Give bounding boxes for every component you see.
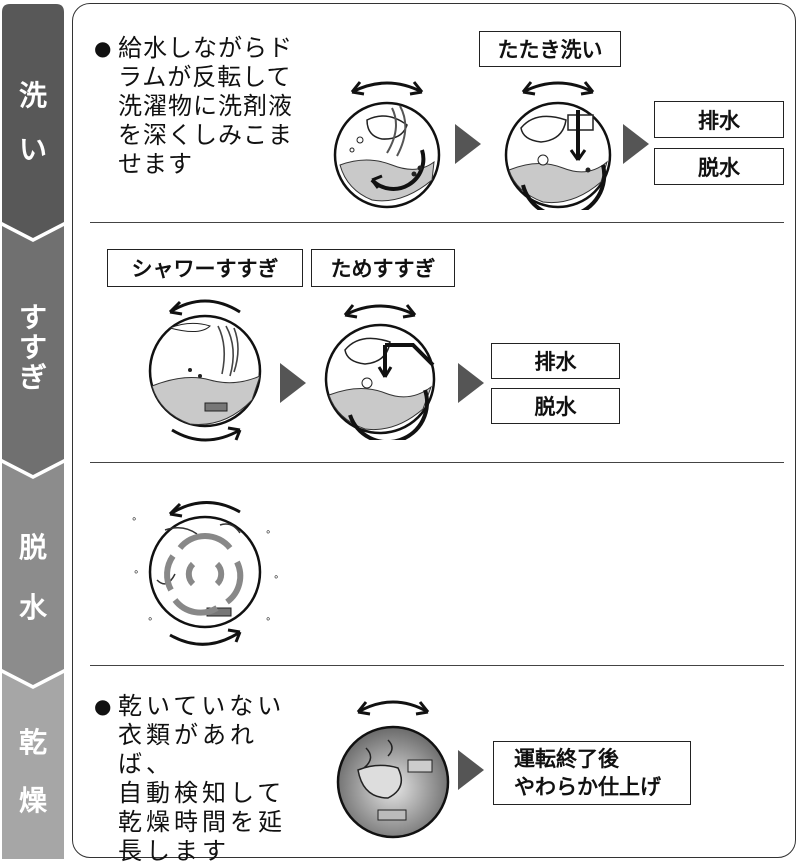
tame-rinse-label: ためすすぎ [311,249,455,287]
svg-text:∘: ∘ [265,614,271,625]
soft-finish-label: 運転終了後 やわらか仕上げ [493,741,691,805]
step-wash-label-1: 洗 [18,79,47,112]
step-dry-shape [2,673,64,859]
arrow-right-icon [280,363,306,403]
tame-rinse-drum-icon [324,304,436,440]
step-tab-shapes [2,4,64,859]
arrow-right-icon [458,750,484,790]
arrow-right-icon [623,124,649,164]
soft-finish-line: やわらか仕上げ [514,775,661,799]
dry-desc-line: 乾燥時間を延 [118,808,286,836]
dry-desc-line: 衣類があれば、 [118,721,258,778]
dry-desc-line: 自動検知して [118,779,286,807]
drain-label: 排水 [491,343,620,379]
step-dry-label-2: 燥 [18,784,47,817]
dry-description: ● 乾いていない 衣類があれば、 自動検知して 乾燥時間を延 長します [94,692,298,866]
divider-wash-rinse [90,222,784,223]
wash-drum-reversing-icon [333,81,441,209]
wash-desc-line: せます [118,150,193,178]
svg-text:∘: ∘ [147,614,153,625]
svg-text:∘: ∘ [273,572,279,583]
step-rinse-shape [2,226,64,475]
step-spin-shape [2,463,64,685]
step-rinse-label-2: す [18,331,47,364]
soft-finish-line: 運転終了後 [514,747,619,771]
bullet-icon: ● [94,694,116,718]
step-wash-label-2: い [18,133,47,166]
step-rinse-label-1: す [18,301,47,334]
spin-drum-icon: ∘ ∘ ∘ ∘ ∘ ∘ [131,501,279,646]
dry-desc-line: 長します [118,837,230,865]
step-dry-label-1: 乾 [18,726,47,759]
svg-text:∘: ∘ [133,567,139,578]
arrow-right-icon [455,124,481,164]
wash-description: ● 給水しながらド ラムが反転して 洗濯物に洗剤液 を深くしみこま せます [94,34,308,179]
wash-desc-line: 給水しながらド [118,34,293,62]
arrow-right-icon [458,363,484,403]
drain-label: 排水 [654,101,784,138]
wash-drum-tataki-icon [504,81,612,210]
spin-label: 脱水 [654,148,784,185]
svg-text:∘: ∘ [131,514,137,525]
shower-rinse-label: シャワーすすぎ [107,249,303,287]
wash-desc-line: ラムが反転して [118,63,292,91]
step-wash-shape [2,4,64,238]
tataki-wash-label: たたき洗い [479,31,621,67]
step-rinse-label-3: ぎ [18,361,47,394]
divider-rinse-spin [90,462,784,463]
svg-text:∘: ∘ [265,527,271,538]
step-spin-label-2: 水 [18,591,47,624]
step-spin-label-1: 脱 [18,531,47,564]
dry-desc-line: 乾いていない [118,692,286,720]
bullet-icon: ● [94,36,113,60]
wash-desc-line: 洗濯物に洗剤液 [118,92,293,120]
divider-spin-dry [90,665,784,666]
shower-rinse-drum-icon [148,299,262,442]
dry-drum-icon [336,700,450,839]
step-tab-column: 洗 い す す ぎ 脱 水 乾 燥 [2,4,64,859]
spin-label: 脱水 [491,388,620,424]
wash-desc-line: を深くしみこま [118,121,293,149]
